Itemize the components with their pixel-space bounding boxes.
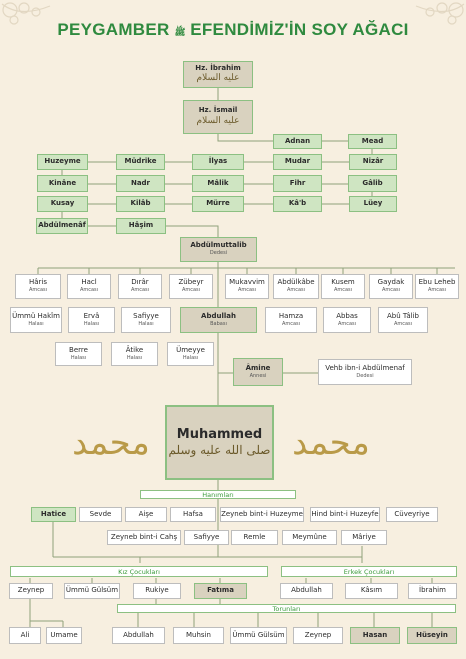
kab-box: Kâ'b [273,196,322,212]
grandchild-box: Umame [46,627,82,644]
adnan-box: Adnan [273,134,322,149]
wife-box: Zeyneb bint-i Cahş [107,530,181,545]
wife-box: Meymûne [282,530,337,545]
corner-ornament-right [415,2,465,25]
huzeyme-box: Huzeyme [37,154,88,170]
kusay-box: Kusay [37,196,88,212]
abdulmenaf-box: Abdülmenâf [36,218,88,234]
wife-box: Hafsa [170,507,216,522]
wife-box: Mâriye [341,530,387,545]
wives-header: Hanımları [140,490,296,499]
calligraphy-right: محمد [292,423,370,463]
grandchild-box: Ali [9,627,41,644]
murre-box: Mürre [192,196,244,212]
grandchildren-header: Torunları [117,604,456,613]
mudrike-box: Müdrike [116,154,165,170]
son-box: Kâsım [345,583,398,599]
mudar-box: Mudar [273,154,322,170]
fihr-box: Fihr [273,175,322,192]
grandchild-box: Hasan [350,627,400,644]
ilyas-box: İlyas [192,154,244,170]
wife-box: Hind bint-i Huzeyfe [310,507,380,522]
daughters-header: Kız Çocukları [10,566,268,577]
page-title: PEYGAMBER ﷺ EFENDİMİZ'İN SOY AĞACI [57,20,409,39]
nadr-box: Nadr [116,175,165,192]
grandchild-box: Zeynep [293,627,343,644]
corner-ornament-left [1,2,51,25]
grandchild-box: Hüseyin [407,627,457,644]
daughter-box: Ümmü Gülsüm [64,583,120,599]
grandchild-box: Ümmü Gülsüm [230,627,287,644]
wife-box: Sevde [79,507,122,522]
wife-box: Cüveyriye [386,507,438,522]
hasim-box: Hâşim [116,218,166,234]
grandchild-box: Muhsin [173,627,224,644]
daughter-box: Rukiye [133,583,181,599]
son-box: İbrahim [408,583,457,599]
wife-box: Remle [231,530,278,545]
daughter-box: Zeynep [9,583,53,599]
malik-box: Mâlik [192,175,244,192]
wife-box: Aişe [125,507,167,522]
luey-box: Lüey [349,196,397,212]
kilab-box: Kilâb [116,196,165,212]
daughter-box: Fatıma [194,583,247,599]
son-box: Abdullah [280,583,333,599]
nizar-box: Nizâr [349,154,397,170]
wife-box: Hatice [31,507,76,522]
mead-box: Mead [348,134,397,149]
grandchild-box: Abdullah [112,627,165,644]
kinane-box: Kinâne [37,175,88,192]
sons-header: Erkek Çocukları [281,566,457,577]
calligraphy-left: محمد [72,423,150,463]
honorific-seal: ﷺ [174,28,186,38]
wife-box: Zeyneb bint-i Huzeyme [220,507,304,522]
galib-box: Gâlib [348,175,397,192]
wife-box: Safiyye [184,530,229,545]
